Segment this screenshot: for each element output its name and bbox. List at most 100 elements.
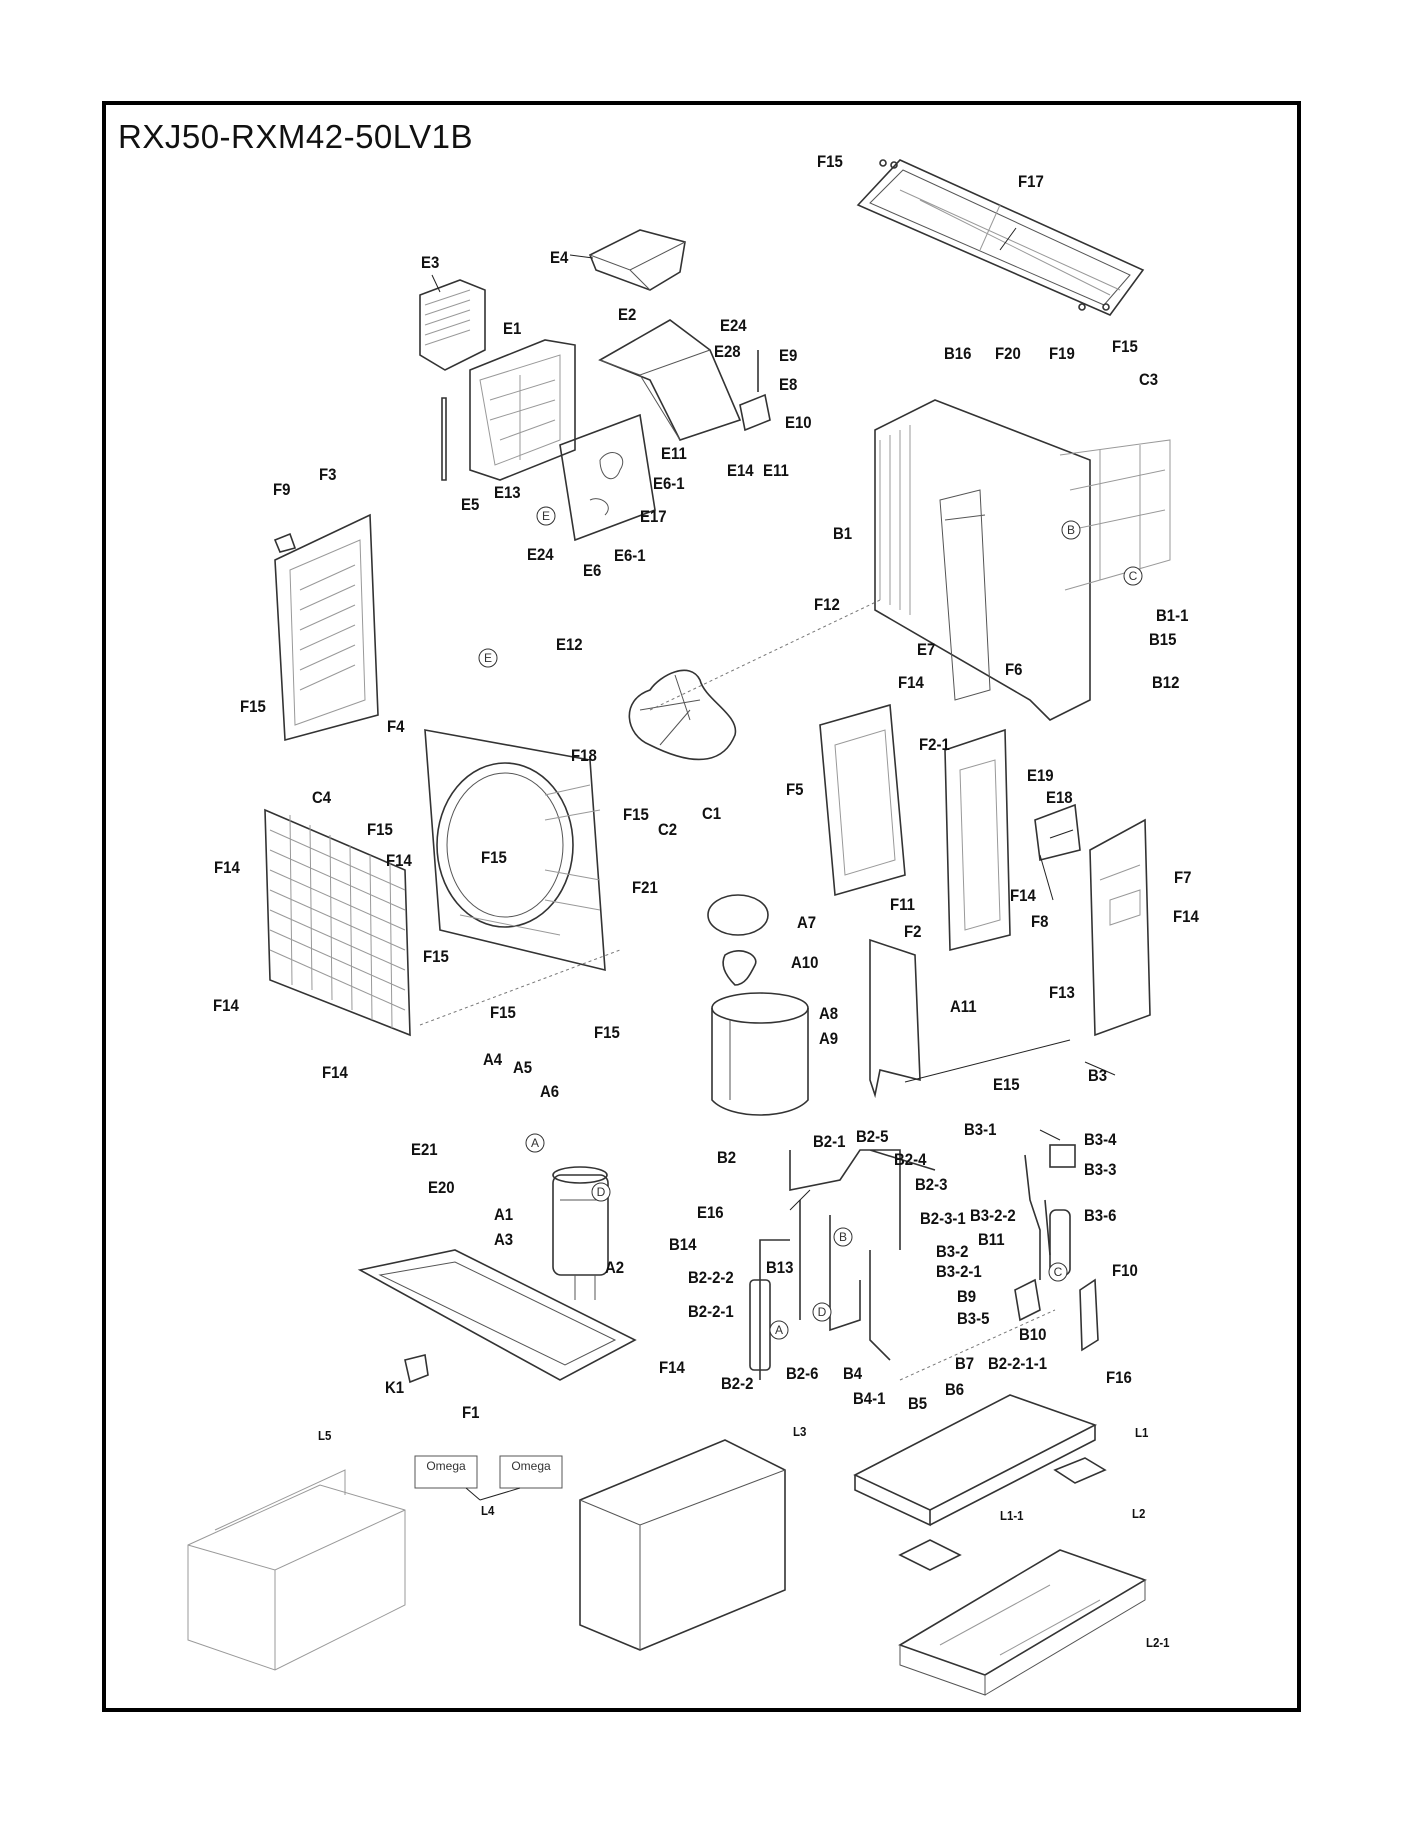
label-F12: F12	[814, 595, 840, 614]
label-F20: F20	[995, 344, 1021, 363]
compressor-a1	[552, 1166, 609, 1300]
label-B3: B3	[1088, 1066, 1108, 1085]
svg-text:C: C	[1054, 1265, 1063, 1279]
panel-f2	[944, 728, 1011, 952]
label-E14: E14	[727, 461, 754, 480]
sound-jacket-a8	[711, 992, 809, 1116]
label-F1: F1	[462, 1403, 480, 1422]
label-B3-6: B3-6	[1084, 1206, 1117, 1225]
label-C3: C3	[1139, 370, 1159, 389]
callout-E-icon-cable: E	[478, 648, 498, 668]
label-B3-2: B3-2	[936, 1242, 969, 1261]
tray-l2	[898, 1549, 1147, 1696]
label-B2-1: B2-1	[813, 1132, 846, 1151]
label-B2: B2	[717, 1148, 737, 1167]
label-E20: E20	[428, 1178, 455, 1197]
sticker-logo-left: Omega	[426, 1459, 466, 1473]
label-B2-2-2: B2-2-2	[688, 1268, 734, 1287]
label-F6: F6	[1005, 660, 1023, 679]
label-E19: E19	[1027, 766, 1054, 785]
label-B7: B7	[955, 1354, 975, 1373]
label-E4: E4	[550, 248, 569, 267]
svg-text:B: B	[839, 1230, 847, 1244]
label-K1: K1	[385, 1378, 405, 1397]
svg-text:C: C	[1129, 569, 1138, 583]
label-F5: F5	[786, 780, 804, 799]
label-F14: F14	[386, 851, 412, 870]
label-F15: F15	[490, 1003, 516, 1022]
label-F7: F7	[1174, 868, 1192, 887]
label-B5: B5	[908, 1394, 928, 1413]
label-A8: A8	[819, 1004, 839, 1023]
label-F19: F19	[1049, 344, 1075, 363]
label-E6-1: E6-1	[614, 546, 646, 565]
pcb-e6	[559, 413, 656, 542]
label-F16: F16	[1106, 1368, 1132, 1387]
front-panel-f4	[424, 729, 606, 972]
label-A9: A9	[819, 1029, 839, 1048]
label-B1: B1	[833, 524, 853, 543]
label-F15: F15	[423, 947, 449, 966]
label-B4-1: B4-1	[853, 1389, 886, 1408]
label-E10: E10	[785, 413, 812, 432]
label-E2: E2	[618, 305, 637, 324]
label-F2-1: F2-1	[919, 735, 950, 754]
callout-E-icon-pcb: E	[536, 506, 556, 526]
label-E12: E12	[556, 635, 583, 654]
label-A1: A1	[494, 1205, 514, 1224]
callout-C-icon-pipe: C	[1048, 1262, 1068, 1282]
label-B2-6: B2-6	[786, 1364, 819, 1383]
label-B16: B16	[944, 344, 972, 363]
callout-C-icon-coil: C	[1123, 566, 1143, 586]
label-B4: B4	[843, 1364, 863, 1383]
box-e3	[419, 279, 486, 371]
label-F15: F15	[594, 1023, 620, 1042]
label-B11: B11	[978, 1230, 1005, 1249]
tray-l1	[853, 1394, 1098, 1527]
sticker-logo-right: Omega	[511, 1459, 551, 1473]
label-F15: F15	[623, 805, 649, 824]
label-E6-1: E6-1	[653, 474, 685, 493]
label-B2-3-1: B2-3-1	[920, 1209, 966, 1228]
label-F17: F17	[1018, 172, 1044, 191]
panel-f7	[1089, 818, 1151, 1037]
grille-c4	[264, 808, 411, 1037]
label-B2-4: B2-4	[894, 1150, 927, 1169]
piping-b3	[1014, 1144, 1076, 1322]
label-B1-1: B1-1	[1156, 606, 1189, 625]
svg-text:E: E	[484, 651, 492, 665]
svg-text:D: D	[597, 1185, 606, 1199]
label-C4: C4	[312, 788, 332, 807]
label-F10: F10	[1112, 1261, 1138, 1280]
fan-c1	[628, 669, 737, 761]
plate-e2	[598, 319, 742, 441]
svg-text:B: B	[1067, 523, 1075, 537]
model-title: RXJ50-RXM42-50LV1B	[118, 118, 474, 155]
cover-e4	[588, 229, 686, 291]
svg-text:D: D	[818, 1305, 827, 1319]
label-F14: F14	[1010, 886, 1036, 905]
label-E6: E6	[583, 561, 602, 580]
label-F8: F8	[1031, 912, 1049, 931]
label-F14: F14	[898, 673, 924, 692]
label-E1: E1	[503, 319, 522, 338]
terminal-e8	[739, 350, 771, 432]
label-B12: B12	[1152, 673, 1180, 692]
label-L1-1: L1-1	[1000, 1508, 1024, 1523]
label-E15: E15	[993, 1075, 1020, 1094]
label-E7: E7	[917, 640, 936, 659]
label-A7: A7	[797, 913, 817, 932]
label-F14: F14	[659, 1358, 685, 1377]
label-A4: A4	[483, 1050, 503, 1069]
label-A6: A6	[540, 1082, 560, 1101]
label-A3: A3	[494, 1230, 514, 1249]
label-B13: B13	[766, 1258, 794, 1277]
label-F14: F14	[322, 1063, 348, 1082]
label-E24: E24	[720, 316, 747, 335]
stickers-l4	[414, 1455, 563, 1501]
carton-l3	[579, 1439, 786, 1651]
svg-text:E: E	[542, 509, 550, 523]
label-E16: E16	[697, 1203, 724, 1222]
label-F14: F14	[1173, 907, 1199, 926]
